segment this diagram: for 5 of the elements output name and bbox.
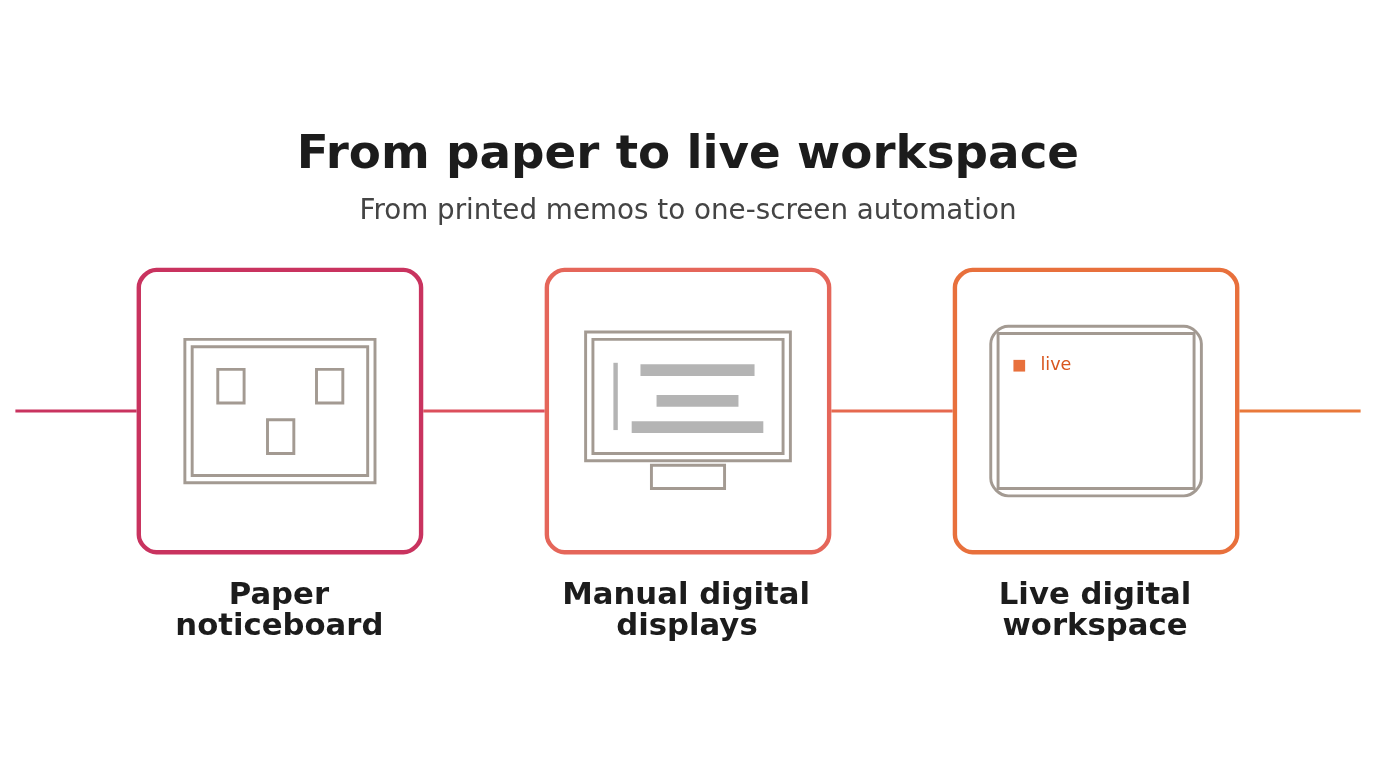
node-label: Paper noticeboard xyxy=(175,574,384,642)
node-label: Manual digital displays xyxy=(562,574,811,642)
label: From printed memos to one-screen automation xyxy=(359,193,1017,227)
diagram-title: From paper to live workspace xyxy=(296,124,1080,179)
node-label: Live digital workspace xyxy=(998,574,1192,642)
